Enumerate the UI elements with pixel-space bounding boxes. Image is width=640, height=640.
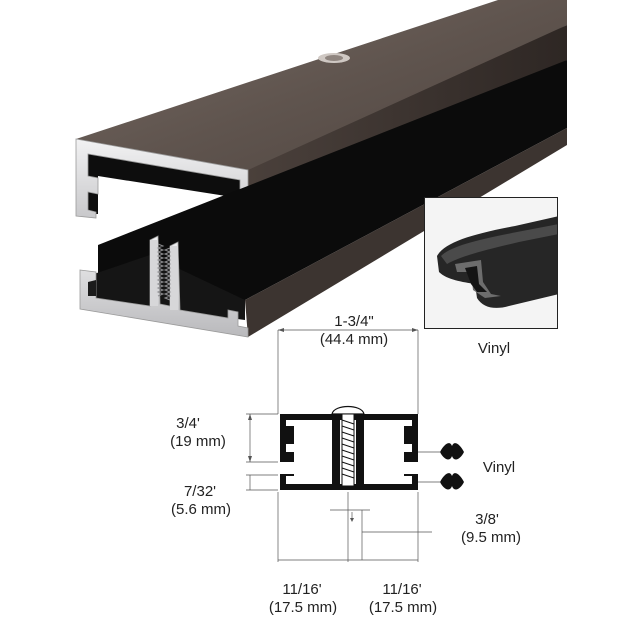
screw-hole-inner <box>325 55 343 61</box>
vinyl-profile-label: Vinyl <box>482 459 516 476</box>
lower-clip <box>88 280 96 296</box>
left-half-label-mm: (17.5 mm) <box>268 599 338 616</box>
vinyl-profile-lower-icon <box>440 473 464 490</box>
profile-webs <box>332 420 364 486</box>
gap-band <box>98 60 567 300</box>
vinyl-profile-upper-icon <box>440 443 464 460</box>
height-label-frac: 3/4' <box>176 415 200 432</box>
serrated-channel <box>150 240 178 310</box>
vinyl-gasket-inner <box>465 266 487 292</box>
vinyl-inset-label: Vinyl <box>477 340 511 357</box>
top-face <box>76 0 567 183</box>
serration-teeth <box>156 243 172 301</box>
gap-label-mm: (5.6 mm) <box>171 501 231 518</box>
vinyl-gasket-highlight <box>441 224 557 264</box>
lower-side-face <box>245 128 567 337</box>
width-label-frac: 1-3/4" <box>334 313 374 330</box>
upper-interior <box>86 150 240 226</box>
height-label-mm: (19 mm) <box>170 433 226 450</box>
screw-shank <box>341 413 355 487</box>
screw-head <box>331 405 365 415</box>
screw-threads <box>341 419 355 479</box>
left-clip <box>286 476 294 484</box>
screw-label-mm: (9.5 mm) <box>461 529 521 546</box>
right-clip <box>404 476 412 484</box>
right-half-label-mm: (17.5 mm) <box>368 599 438 616</box>
screw-label-frac: 3/8' <box>475 511 499 528</box>
left-half-label-frac: 11/16' <box>282 581 322 598</box>
profile-bottom-channel <box>280 474 418 490</box>
vinyl-inset <box>424 197 558 329</box>
gap-label-frac: 7/32' <box>183 483 217 500</box>
width-label-mm: (44.4 mm) <box>319 331 389 348</box>
right-half-label-frac: 11/16' <box>382 581 422 598</box>
profile-top-channel <box>280 414 418 462</box>
vinyl-gasket-image <box>437 216 557 308</box>
